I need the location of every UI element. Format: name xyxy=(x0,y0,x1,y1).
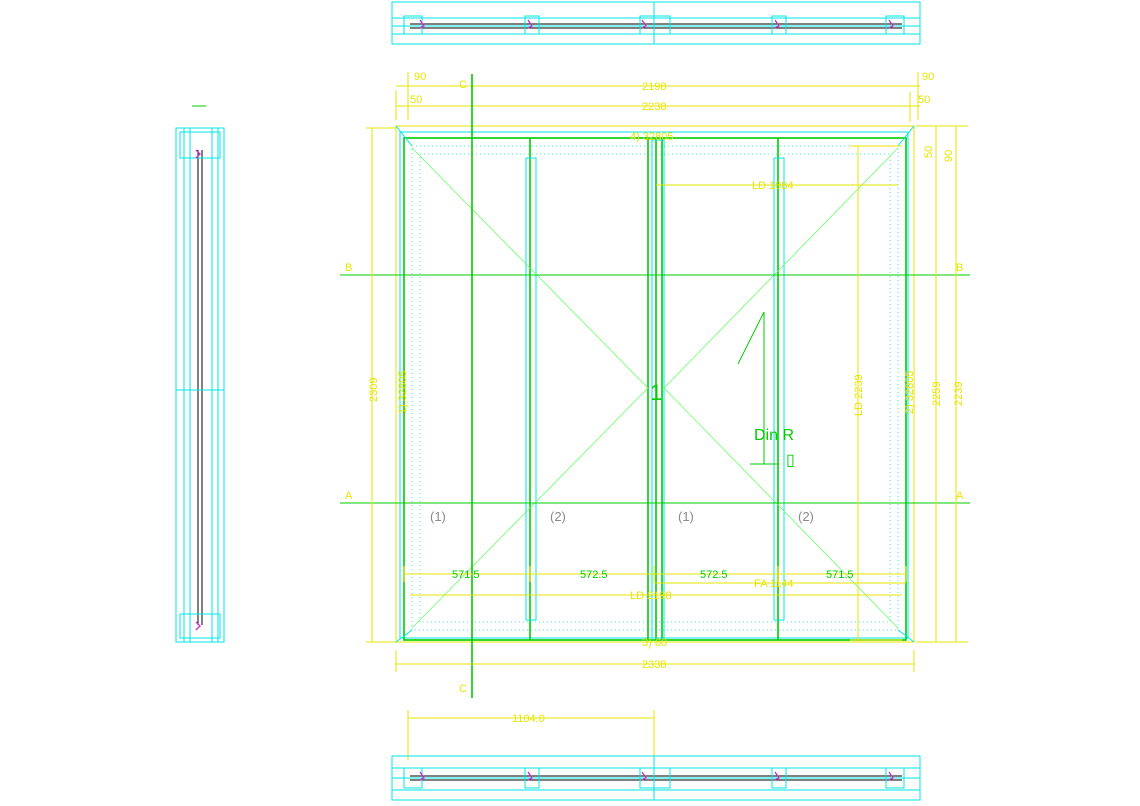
dim-ld-1084: LD 1084 xyxy=(752,180,794,192)
panel-label-4: (2) xyxy=(798,509,814,524)
section-c-bottom: C xyxy=(459,683,467,695)
section-lines xyxy=(340,74,970,698)
frame-label-right: 2) 32805 xyxy=(904,371,916,414)
dim-2239: 2239 xyxy=(953,382,965,406)
door-stiles xyxy=(525,138,785,640)
center-mark: 1 xyxy=(650,380,662,405)
panel-label-2: (2) xyxy=(550,509,566,524)
top-dimension-lines xyxy=(395,72,920,122)
frame-label-bottom: 3) 60 xyxy=(642,637,667,649)
dim-50-right: 50 xyxy=(918,94,930,106)
dim-fa-1144: FA 1144 xyxy=(754,578,794,590)
panel-width-dims xyxy=(403,566,907,596)
panel-label-3: (1) xyxy=(678,509,694,524)
section-b-right: B xyxy=(956,262,963,274)
hinge-symbol: ▯ xyxy=(786,452,795,469)
top-section-strip xyxy=(391,1,921,45)
panel-label-1: (1) xyxy=(430,509,446,524)
section-c-top: C xyxy=(459,79,467,91)
dim-2259: 2259 xyxy=(931,382,943,406)
section-a-right: A xyxy=(956,490,964,502)
panel-width-2: 572.5 xyxy=(580,569,608,581)
left-side-section xyxy=(175,105,225,643)
dim-ld-2198: LD 2198 xyxy=(630,590,672,602)
panel-width-3: 572.5 xyxy=(700,569,728,581)
dim-1104: 1104.0 xyxy=(512,713,545,725)
hinge-mark xyxy=(737,311,778,465)
panel-width-1: 571.5 xyxy=(452,569,480,581)
bottom-section-strip xyxy=(391,755,921,801)
dim-right-90: 90 xyxy=(943,150,955,162)
dim-2309: 2309 xyxy=(368,378,380,402)
section-a-left: A xyxy=(345,490,353,502)
door-frame xyxy=(395,125,915,643)
dim-right-50: 50 xyxy=(923,146,935,158)
dim-ld-2239: LD 2239 xyxy=(853,374,865,416)
dim-90-left: 90 xyxy=(414,71,426,83)
right-inner-dims xyxy=(850,145,902,641)
right-outer-dims xyxy=(916,125,968,643)
dim-90-right: 90 xyxy=(922,71,934,83)
dim-2338: 2338 xyxy=(642,659,666,671)
left-outer-dim xyxy=(366,127,396,643)
dim-2198: 2198 xyxy=(642,81,666,93)
bottom-dims xyxy=(395,650,915,760)
dim-50-left: 50 xyxy=(410,94,422,106)
opening-diagonals xyxy=(411,147,899,629)
panel-width-4: 571.5 xyxy=(826,569,854,581)
hinge-label: Din R xyxy=(754,427,794,444)
section-b-left: B xyxy=(345,262,352,274)
dim-2238: 2238 xyxy=(642,101,666,113)
frame-label-top: 4) 32805 xyxy=(630,131,673,143)
frame-label-left: 1) 32805 xyxy=(397,371,409,414)
